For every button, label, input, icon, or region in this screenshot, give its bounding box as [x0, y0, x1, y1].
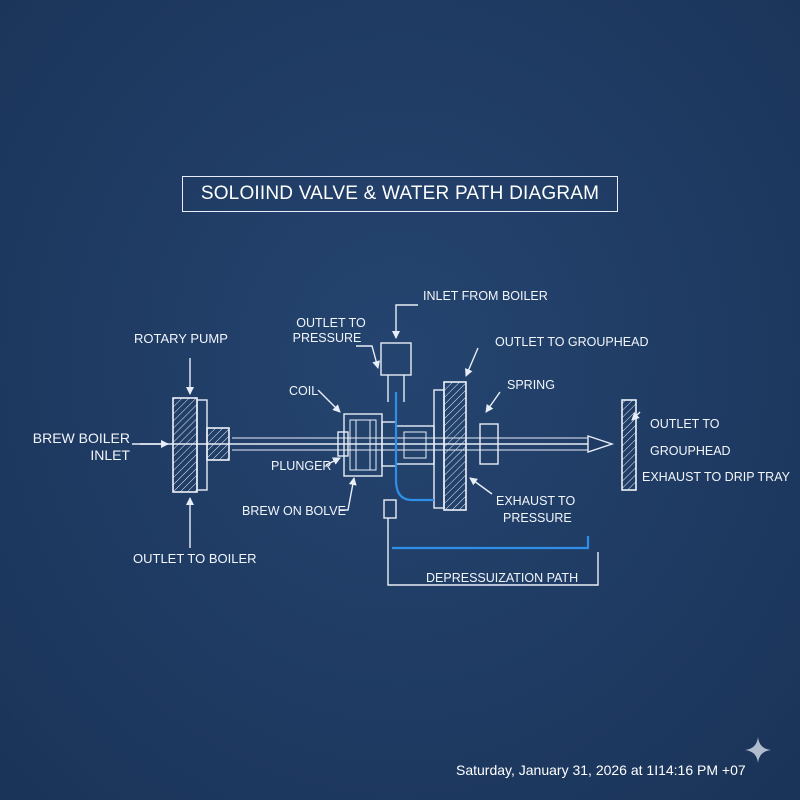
label-brew-on-bolve: BREW ON BOLVE — [242, 504, 346, 518]
spring-collar — [479, 423, 499, 465]
rotary-pump — [172, 397, 230, 493]
label-outlet-to-grouphead-right-line2: GROUPHEAD — [650, 444, 731, 458]
label-outlet-to-grouphead-top: OUTLET TO GROUPHEAD — [495, 335, 649, 349]
sparkle-icon — [745, 737, 771, 763]
exhaust-stub — [383, 499, 397, 519]
label-exhaust-to-pressure-line2: PRESSURE — [503, 511, 572, 525]
depressurization-bracket — [387, 518, 599, 586]
label-outlet-to-pressure-line1: OUTLET TO — [296, 316, 366, 330]
label-exhaust-to-pressure-line1: EXHAUST TO — [496, 494, 576, 508]
timestamp: Saturday, January 31, 2026 at 1I14:16 PM… — [456, 762, 746, 778]
end-cap — [621, 399, 637, 491]
label-outlet-to-boiler: OUTLET TO BOILER — [133, 551, 257, 566]
label-coil: COIL — [289, 384, 319, 398]
label-outlet-to-pressure-line2: PRESSURE — [292, 331, 362, 345]
label-brew-boiler-line2: INLET — [90, 447, 130, 463]
label-depressurization-path: DEPRESSUIZATION PATH — [426, 571, 579, 585]
label-brew-boiler-line1: BREW BOILER — [32, 430, 130, 446]
diaphragm-disc — [433, 381, 467, 511]
label-plunger: PLUNGER — [271, 459, 332, 473]
shaft-tip — [587, 435, 615, 453]
label-spring: SPRING — [507, 378, 555, 392]
water-path — [392, 392, 590, 550]
label-outlet-to-grouphead-right-line1: OUTLET TO — [650, 417, 720, 431]
solenoid-body — [337, 413, 435, 477]
label-exhaust-to-drip-tray: EXHAUST TO DRIP TRAY — [642, 470, 790, 484]
inlet-block — [380, 342, 412, 402]
diagram-title: SOLOIIND VALVE & WATER PATH DIAGRAM — [182, 176, 618, 212]
label-inlet-from-boiler: INLET FROM BOILER — [423, 289, 548, 303]
label-rotary-pump: ROTARY PUMP — [134, 331, 228, 346]
